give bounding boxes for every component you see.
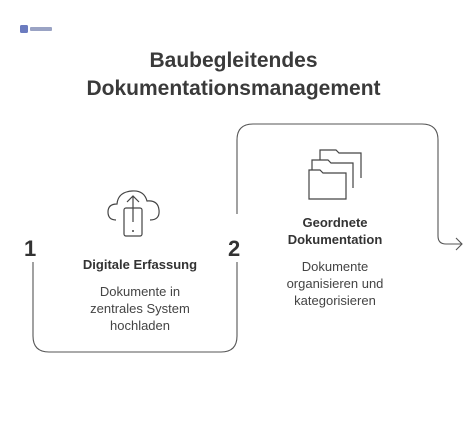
page-title-line-1: Baubegleitendes [149, 49, 318, 72]
step-1-description-line-1: Dokumente in [99, 284, 181, 299]
step-2-heading-line-1: Geordnete [302, 215, 368, 230]
step-2-number: 2 [228, 236, 241, 261]
page-title-line-2: Dokumentationsmanagement [86, 77, 381, 100]
brand-logo [20, 25, 52, 33]
step-1-number: 1 [24, 236, 37, 261]
step-2-description-line-2: organisieren und [286, 276, 384, 291]
cloud-upload-phone-icon [107, 190, 160, 237]
step-2-description-line-3: kategorisieren [294, 293, 376, 308]
step-2-description-line-1: Dokumente [301, 259, 369, 274]
step-1-description-line-3: hochladen [110, 318, 170, 333]
stacked-folders-icon [308, 149, 362, 200]
step-2-heading-line-2: Dokumentation [287, 232, 383, 247]
step-1-description-line-2: zentrales System [90, 301, 190, 316]
step-1-heading: Digitale Erfassung [82, 257, 198, 272]
